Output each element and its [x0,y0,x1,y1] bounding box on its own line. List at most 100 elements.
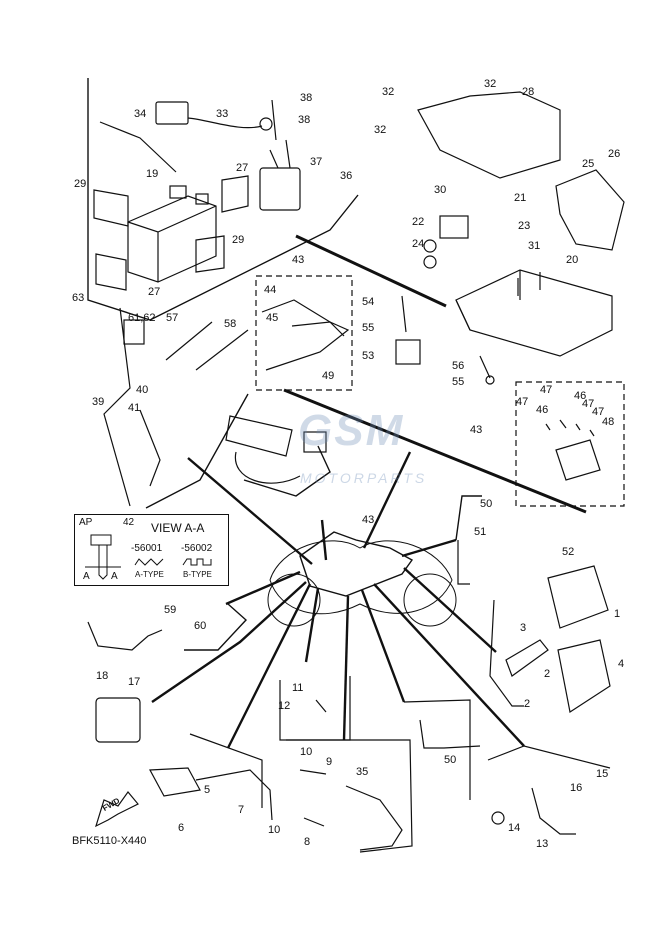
callout-label: 47 [516,396,529,408]
callout-label: 63 [72,292,85,304]
callout-label: 47 [582,398,595,410]
callout-label: 50 [480,498,493,510]
callout-label: 40 [136,384,149,396]
view-a-a-inset: AP 42 VIEW A-A A A -56001 -56002 A-TYPE … [74,514,229,586]
callout-label: 9 [326,756,333,768]
callout-label: 10 [268,824,281,836]
callout-label: 37 [310,156,323,168]
callout-label: 55 [362,322,375,334]
callout-label: 31 [528,240,541,252]
callout-label: 38 [300,92,313,104]
callout-label: 17 [128,676,141,688]
callout-label: 43 [470,424,483,436]
callout-label: 56 [452,360,465,372]
callout-label: 8 [304,836,311,848]
callout-label: 46 [574,390,587,402]
callout-label: 59 [164,604,177,616]
callout-label: 47 [592,406,605,418]
callout-label: 46 [536,404,549,416]
callout-label: 10 [300,746,313,758]
code-56001: -56001 [131,543,163,554]
callout-label: 30 [434,184,447,196]
battery-pads [93,175,249,291]
callout-label: 6 [178,822,185,834]
callout-label: 41 [128,402,141,414]
callout-label: 5 [204,784,211,796]
watermark-logo: GSM [298,406,405,455]
battery-leads [99,101,273,173]
callout-label: 18 [96,670,109,682]
callout-label: 28 [522,86,535,98]
callout-label: 60 [194,620,207,632]
fwd-arrow [95,791,139,828]
code-56002: -56002 [181,543,213,554]
callout-label: 32 [484,78,497,90]
section-a-right: A [111,571,118,582]
callout-label: 16 [570,782,583,794]
callout-label: 36 [340,170,353,182]
callout-label: 50 [444,754,457,766]
group-bracket-battery [87,78,359,321]
diagram-code: BFK5110-X440 [72,835,147,847]
callout-label: 12 [278,700,291,712]
callout-label: 7 [238,804,245,816]
callout-label: 24 [412,238,425,250]
callout-label: 47 [540,384,553,396]
callout-label: 2 [544,668,551,680]
callout-label: 55 [452,376,465,388]
key-icon [85,534,121,580]
callout-label: 43 [362,514,375,526]
type-a-label: A-TYPE [135,570,164,579]
callout-label: 20 [566,254,579,266]
callout-label: 2 [524,698,531,710]
callout-label: 54 [362,296,375,308]
callout-label: 23 [518,220,531,232]
callout-label: 32 [382,86,395,98]
starter-relay [259,99,301,211]
callout-label: 51 [474,526,487,538]
section-a-left: A [83,571,90,582]
callout-label: 27 [148,286,161,298]
callout-label: 25 [582,158,595,170]
callout-label: 49 [322,370,335,382]
callout-label: 57 [166,312,179,324]
callout-label: 34 [134,108,147,120]
callout-label: 45 [266,312,279,324]
type-b-label: B-TYPE [183,570,212,579]
callout-label: 35 [356,766,369,778]
callout-label: 53 [362,350,375,362]
callout-label: 29 [74,178,87,190]
callout-label: 11 [292,682,304,694]
callout-label: 33 [216,108,229,120]
callout-label: 52 [562,546,575,558]
callout-label: 39 [92,396,105,408]
callout-label: 13 [536,838,549,850]
callout-label: 15 [596,768,609,780]
callout-label: 3 [520,622,527,634]
inset-title: VIEW A-A [151,521,205,535]
callout-label: 58 [224,318,237,330]
group-47-dashed [515,381,625,507]
group-43-dashed [255,275,353,391]
callout-label: 19 [146,168,159,180]
ap-label: AP [79,517,93,528]
leader-lines [151,451,525,749]
callout-label: 32 [374,124,387,136]
callout-label: 27 [236,162,249,174]
callout-label: 22 [412,216,425,228]
callout-label: 29 [232,234,245,246]
callout-label: 14 [508,822,521,834]
callout-label: 38 [298,114,311,126]
callout-label: 61,62 [128,312,156,324]
battery-box [417,91,625,357]
battery-drawing [127,185,217,283]
callout-label: 26 [608,148,621,160]
callout-label: 21 [514,192,527,204]
callout-label: 48 [602,416,615,428]
callout-label: 1 [614,608,621,620]
callout-label: 43 [292,254,305,266]
callout-label: 44 [264,284,277,296]
key-profile-icons [134,558,212,566]
callout-label: 4 [618,658,625,670]
